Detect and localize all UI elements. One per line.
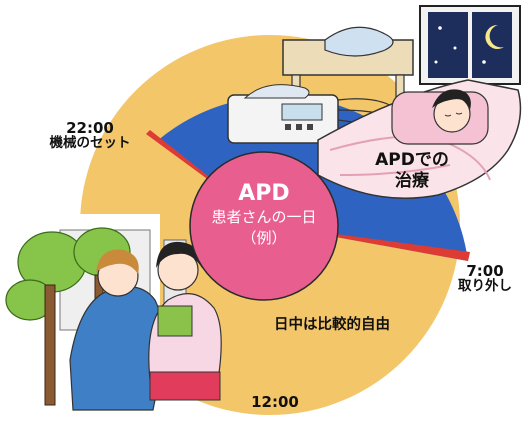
apd-machine-icon xyxy=(227,26,419,144)
noon-time-label: 12:00 xyxy=(251,393,299,411)
setup-text: 機械のセット xyxy=(49,135,131,152)
center-line1: 患者さんの一日 xyxy=(211,208,317,226)
remove-text: 取り外し xyxy=(458,278,512,295)
night-window-icon xyxy=(419,5,521,85)
center-circle xyxy=(189,151,339,301)
setup-time: 22:00 xyxy=(66,119,114,137)
center-text: APD 患者さんの一日 （例） xyxy=(194,181,334,249)
night-segment-label: APDでの 治療 xyxy=(362,150,462,192)
remove-time-label: 7:00 取り外し xyxy=(440,263,530,294)
night-label-line2: 治療 xyxy=(395,171,429,191)
center-title: APD xyxy=(238,181,290,206)
sleeping-patient-icon xyxy=(432,89,471,133)
setup-time-label: 22:00 機械のセット xyxy=(20,120,160,151)
day-segment-label: 日中は比較的自由 xyxy=(274,317,390,333)
students-icon xyxy=(69,241,222,411)
remove-time: 7:00 xyxy=(466,262,504,280)
night-label-line1: APDでの xyxy=(375,150,449,170)
center-line2: （例） xyxy=(241,229,287,247)
